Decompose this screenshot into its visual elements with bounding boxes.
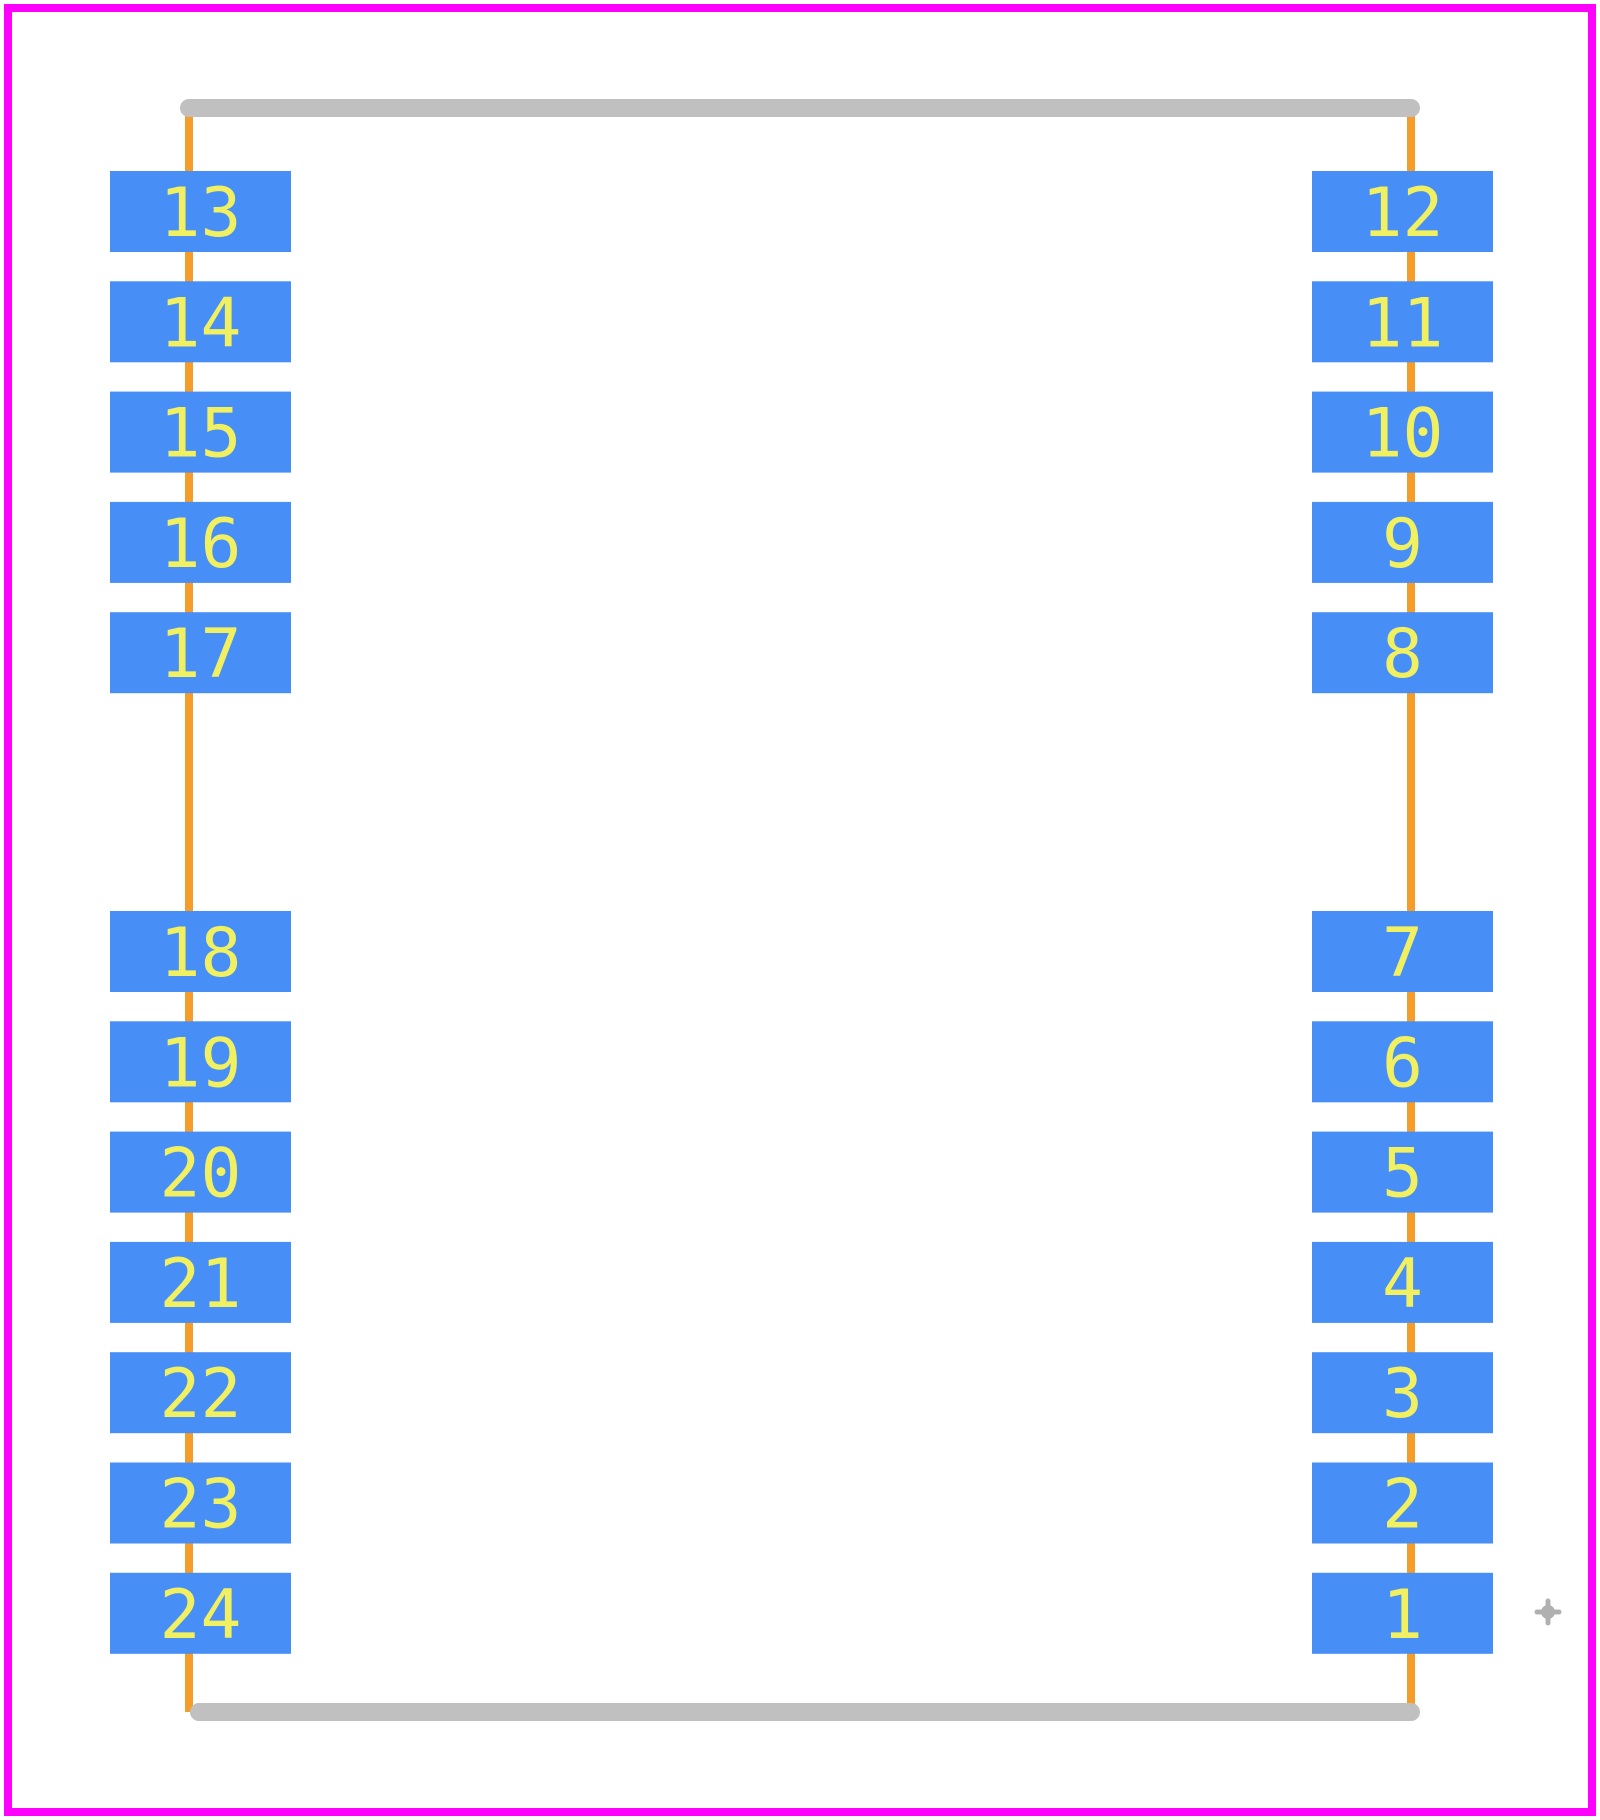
pad-11 [1312, 281, 1493, 363]
pad-13 [110, 171, 291, 252]
crosshair-origin-icon [1534, 1598, 1562, 1626]
pad-label-10: 10 [1362, 395, 1444, 474]
pad-label-4: 4 [1382, 1245, 1423, 1324]
pad-label-3: 3 [1382, 1355, 1423, 1434]
pad-label-14: 14 [160, 284, 242, 363]
pad-1 [1312, 1572, 1493, 1654]
pad-label-19: 19 [160, 1024, 242, 1103]
pad-10 [1312, 391, 1493, 473]
pad-label-22: 22 [160, 1355, 242, 1434]
pad-21 [110, 1241, 291, 1323]
pad-label-12: 12 [1362, 174, 1444, 253]
pad-label-9: 9 [1382, 505, 1423, 584]
pad-4 [1312, 1241, 1493, 1323]
pad-7 [1312, 911, 1493, 992]
pad-18 [110, 911, 291, 992]
pad-5 [1312, 1131, 1493, 1213]
pad-label-16: 16 [160, 505, 242, 584]
pad-label-24: 24 [160, 1576, 242, 1655]
pad-15 [110, 391, 291, 473]
pad-9 [1312, 501, 1493, 583]
pad-12 [1312, 171, 1493, 252]
pad-label-1: 1 [1382, 1576, 1423, 1655]
pad-label-18: 18 [160, 914, 242, 993]
pad-label-8: 8 [1382, 615, 1423, 694]
courtyard-outline [4, 4, 1596, 1816]
pad-label-15: 15 [160, 395, 242, 474]
pad-label-21: 21 [160, 1245, 242, 1324]
pad-label-13: 13 [160, 174, 242, 253]
pad-20 [110, 1131, 291, 1213]
pad-3 [1312, 1352, 1493, 1434]
pad-label-6: 6 [1382, 1024, 1423, 1103]
pad-label-5: 5 [1382, 1135, 1423, 1214]
pad-label-20: 20 [160, 1135, 242, 1214]
pad-23 [110, 1462, 291, 1544]
pad-16 [110, 501, 291, 583]
pad-14 [110, 281, 291, 363]
pad-label-7: 7 [1382, 914, 1423, 993]
pad-8 [1312, 612, 1493, 694]
pad-label-17: 17 [160, 615, 242, 694]
pad-17 [110, 612, 291, 694]
pad-22 [110, 1352, 291, 1434]
pad-24 [110, 1572, 291, 1654]
pad-label-23: 23 [160, 1466, 242, 1545]
pad-2 [1312, 1462, 1493, 1544]
pad-label-2: 2 [1382, 1466, 1423, 1545]
pad-6 [1312, 1021, 1493, 1103]
pad-19 [110, 1021, 291, 1103]
pad-label-11: 11 [1362, 284, 1444, 363]
